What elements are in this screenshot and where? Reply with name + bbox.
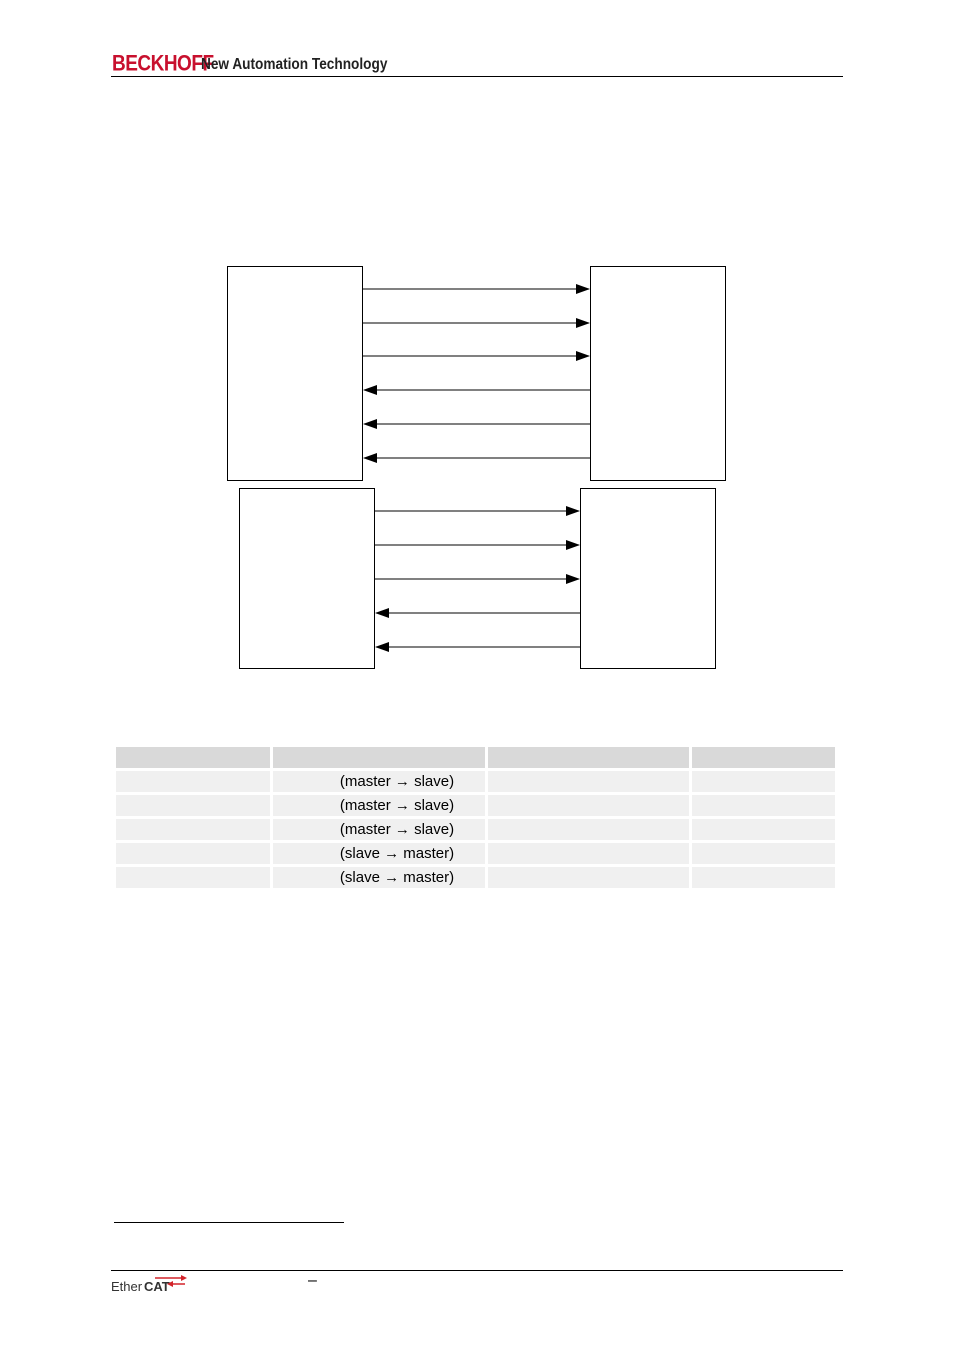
brand-tagline: New Automation Technology	[201, 56, 388, 73]
table-header-cell	[116, 747, 270, 768]
ethercat-logo-text-bold: CAT	[144, 1279, 170, 1294]
ethercat-logo-text-plain: Ether	[111, 1279, 143, 1294]
diagram-box-upper-left	[227, 266, 363, 481]
table-header-row	[116, 747, 835, 768]
direction-cell: (master → slave)	[273, 771, 485, 792]
header-divider	[111, 76, 843, 77]
table-row: (master → slave)	[116, 795, 835, 816]
footer-dash: –	[308, 1272, 317, 1289]
direction-cell: (master → slave)	[273, 795, 485, 816]
diagram-box-lower-right	[580, 488, 716, 669]
diagram-box-upper-right	[590, 266, 726, 481]
table-row: (master → slave)	[116, 771, 835, 792]
ethercat-logo: Ether CAT	[111, 1275, 187, 1294]
table-header-cell	[692, 747, 835, 768]
table-header-cell	[273, 747, 485, 768]
table-row: (slave → master)	[116, 867, 835, 888]
ethercat-arrows-icon	[155, 1275, 187, 1287]
table-row: (slave → master)	[116, 843, 835, 864]
footnote-divider	[114, 1222, 344, 1223]
direction-cell: (master → slave)	[273, 819, 485, 840]
direction-cell: (slave → master)	[273, 843, 485, 864]
footer-divider	[111, 1270, 843, 1271]
direction-cell: (slave → master)	[273, 867, 485, 888]
beckhoff-logo: BECKHOFF	[112, 52, 214, 77]
diagram-box-lower-left	[239, 488, 375, 669]
table-header-cell	[488, 747, 689, 768]
brand-name: BECKHOFF	[112, 52, 214, 77]
signal-table: (master → slave) (master → slave) (maste…	[113, 744, 838, 891]
table-row: (master → slave)	[116, 819, 835, 840]
signal-diagram	[227, 266, 726, 669]
